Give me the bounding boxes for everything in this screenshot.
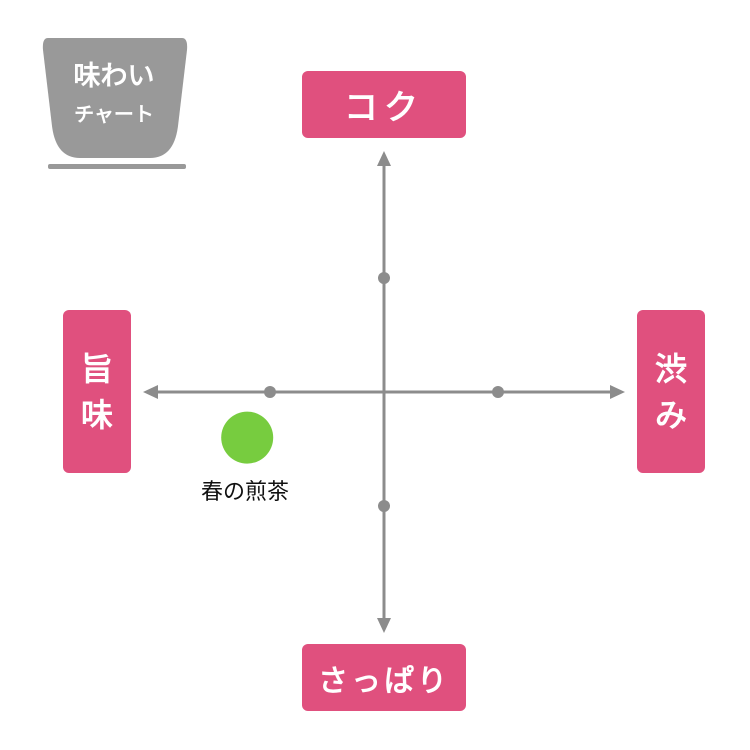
y-axis-tick-dot bbox=[378, 500, 390, 512]
y-axis-arrow-up bbox=[377, 151, 391, 166]
axis-label-char: 味 bbox=[80, 395, 113, 434]
y-axis-arrow-down bbox=[377, 618, 391, 633]
logo-title-line1: 味わい bbox=[73, 61, 155, 92]
tea-cup-logo-icon bbox=[42, 38, 188, 169]
axis-label-right: 渋み bbox=[637, 310, 705, 473]
axis-label-bottom-text: さっぱり bbox=[318, 663, 450, 699]
axis-label-char: み bbox=[654, 395, 687, 434]
x-axis-tick-dot bbox=[492, 386, 504, 398]
y-axis-tick-dot bbox=[378, 272, 390, 284]
axis-label-top-text: コク bbox=[344, 88, 424, 128]
axis-label-char: 渋 bbox=[654, 349, 687, 388]
axis-label-left-text: 旨味 bbox=[81, 346, 113, 438]
point-label: 春の煎茶 bbox=[200, 480, 289, 505]
axis-label-top: コク bbox=[302, 71, 466, 138]
axis-label-left: 旨味 bbox=[63, 310, 131, 473]
x-axis-tick-dot bbox=[264, 386, 276, 398]
axis-label-char: 旨 bbox=[80, 349, 113, 388]
data-point bbox=[221, 411, 274, 464]
x-axis-arrow-left bbox=[143, 385, 158, 399]
logo-title-line2: チャート bbox=[74, 102, 154, 126]
x-axis-arrow-right bbox=[610, 385, 625, 399]
axis-label-bottom: さっぱり bbox=[302, 644, 466, 711]
axis-label-right-text: 渋み bbox=[655, 346, 687, 438]
